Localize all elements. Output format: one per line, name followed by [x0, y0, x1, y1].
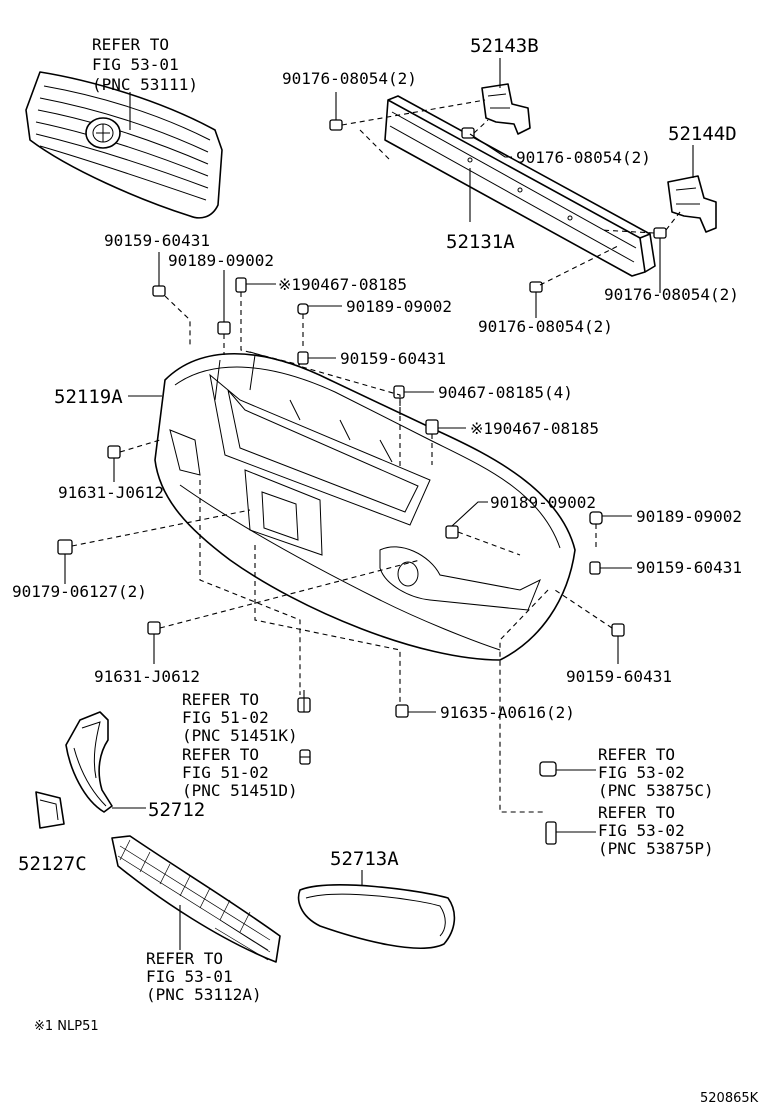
part-91631-left: 91631-J0612 — [58, 483, 164, 502]
refer-53112A-line-3: (PNC 53112A) — [146, 985, 262, 1004]
refer-53875C-line-2: FIG 53-02 — [598, 763, 685, 782]
refer-53875C-line-1: REFER TO — [598, 745, 675, 764]
part-52131A: 52131A — [446, 231, 515, 253]
bolt-reinforcement-right: 90176-08054(2) — [604, 285, 739, 304]
part-52712: 52712 — [148, 799, 205, 821]
bumper-dashed-lines — [71, 292, 613, 813]
side-cover-52712-drawing — [65, 711, 113, 813]
bolt-reinforcement-top: 90176-08054(2) — [282, 69, 417, 88]
part-52713A: 52713A — [330, 848, 399, 870]
refer-51451K-line-3: (PNC 51451K) — [182, 726, 298, 745]
part-90189-b: 90189-09002 — [346, 297, 452, 316]
refer-51451D-line-3: (PNC 51451D) — [182, 781, 298, 800]
refer-51451D-line-1: REFER TO — [182, 745, 259, 764]
grille-refer-line-1: REFER TO — [92, 35, 169, 54]
footnote: ※1 NLP51 — [34, 1019, 99, 1034]
bumper-fasteners — [57, 277, 625, 845]
refer-51451K-line-2: FIG 51-02 — [182, 708, 269, 727]
bracket-52144D-drawing — [667, 175, 717, 233]
refer-53875P-line-3: (PNC 53875P) — [598, 839, 714, 858]
refer-53112A-line-1: REFER TO — [146, 949, 223, 968]
refer-51451K-line-1: REFER TO — [182, 690, 259, 709]
grille-refer-line-3: (PNC 53111) — [92, 75, 198, 94]
part-90159-b: 90159-60431 — [340, 349, 446, 368]
part-52119A: 52119A — [54, 386, 123, 408]
part-52127C: 52127C — [18, 853, 87, 875]
part-90467-nlp-top: ※190467-08185 — [278, 275, 407, 294]
leader-bolt-mid — [469, 133, 512, 158]
part-52143B: 52143B — [470, 35, 539, 57]
cap-52127C-drawing — [35, 791, 65, 829]
trim-52713A-drawing — [297, 884, 456, 950]
radiator-grille-drawing — [25, 71, 223, 219]
bracket-52143B-drawing — [481, 83, 531, 135]
bolt-reinforcement-bottom: 90176-08054(2) — [478, 317, 613, 336]
figure-code: 520865K — [700, 1091, 759, 1106]
part-52144D: 52144D — [668, 123, 737, 145]
part-90179: 90179-06127(2) — [12, 582, 147, 601]
grille-refer-line-2: FIG 53-01 — [92, 55, 179, 74]
part-90159-d: 90159-60431 — [566, 667, 672, 686]
part-90467-qty4: 90467-08185(4) — [438, 383, 573, 402]
part-90189-c: 90189-09002 — [490, 493, 596, 512]
part-90159-top: 90159-60431 — [104, 231, 210, 250]
refer-53875C-line-3: (PNC 53875C) — [598, 781, 714, 800]
refer-53112A-line-2: FIG 53-01 — [146, 967, 233, 986]
refer-53875P-line-2: FIG 53-02 — [598, 821, 685, 840]
refer-51451D-line-2: FIG 51-02 — [182, 763, 269, 782]
reinforcement-bolts — [329, 99, 681, 293]
refer-53875P-line-1: REFER TO — [598, 803, 675, 822]
part-90159-c: 90159-60431 — [636, 558, 742, 577]
part-90467-nlp-mid: ※190467-08185 — [470, 419, 599, 438]
bolt-reinforcement-mid: 90176-08054(2) — [516, 148, 651, 167]
lower-grille-drawing — [111, 835, 281, 963]
callout-leaders — [64, 252, 632, 833]
bumper-reinforcement-drawing — [384, 95, 656, 277]
bumper-cover-drawing — [154, 352, 576, 661]
part-91635: 91635-A0616(2) — [440, 703, 575, 722]
part-90189-a: 90189-09002 — [168, 251, 274, 270]
part-91631-bottom: 91631-J0612 — [94, 667, 200, 686]
part-90189-d: 90189-09002 — [636, 507, 742, 526]
